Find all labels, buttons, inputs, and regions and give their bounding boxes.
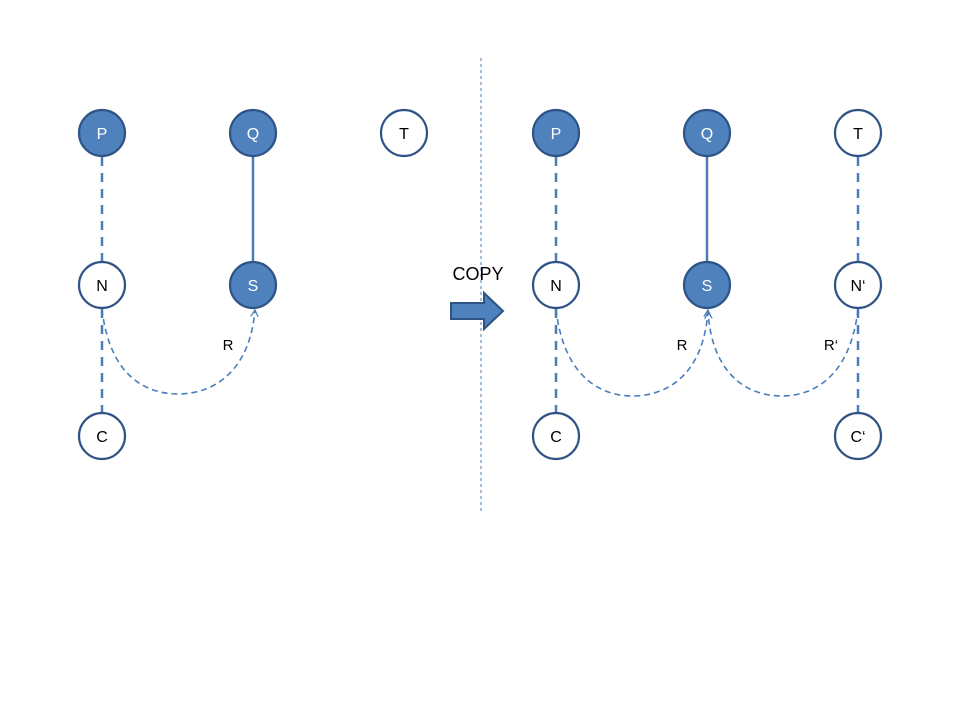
node-c: C	[77, 411, 127, 461]
node-s-label: S	[248, 278, 259, 295]
node-s-after-circle	[682, 260, 732, 310]
node-s-circle	[228, 260, 278, 310]
node-c-after-circle	[531, 411, 581, 461]
node-c-after-label: C	[550, 429, 562, 446]
node-q-after-label: Q	[701, 126, 713, 143]
node-c-after: C	[531, 411, 581, 461]
node-n2-after-label: N‘	[850, 278, 865, 295]
node-c-circle	[77, 411, 127, 461]
node-c-label: C	[96, 429, 108, 446]
node-t-after-label: T	[853, 126, 863, 143]
node-q-label: Q	[247, 126, 259, 143]
node-n-after-circle	[531, 260, 581, 310]
before-graph: R P Q T N S C	[77, 108, 429, 461]
edge-label-r-after: R	[677, 337, 688, 354]
node-p-circle	[77, 108, 127, 158]
node-n: N	[77, 260, 127, 310]
edge-n-s-curve-after	[555, 308, 712, 397]
node-p-after-circle	[531, 108, 581, 158]
node-t-after: T	[833, 108, 883, 158]
after-graph: R R‘ P Q T N S N‘ C	[531, 108, 883, 461]
node-n-circle	[77, 260, 127, 310]
node-p-label: P	[97, 126, 108, 143]
node-s-after: S	[682, 260, 732, 310]
node-q-circle	[228, 108, 278, 158]
copy-arrow: COPY	[450, 264, 505, 332]
edge-label-r: R	[223, 337, 234, 354]
edge-label-r2-after: R‘	[824, 337, 838, 354]
node-c2-after-circle	[833, 411, 883, 461]
node-q-after-circle	[682, 108, 732, 158]
node-p-after-label: P	[551, 126, 562, 143]
node-s-after-label: S	[702, 278, 713, 295]
node-n2-after: N‘	[833, 260, 883, 310]
node-t: T	[379, 108, 429, 158]
copy-label: COPY	[452, 264, 503, 284]
node-c2-after-label: C‘	[850, 429, 865, 446]
node-n-label: N	[96, 278, 108, 295]
node-p-after: P	[531, 108, 581, 158]
node-q: Q	[228, 108, 278, 158]
node-p: P	[77, 108, 127, 158]
node-t-circle	[379, 108, 429, 158]
edge-n2-s-curve-after	[704, 308, 859, 397]
node-s: S	[228, 260, 278, 310]
node-n-after-label: N	[550, 278, 562, 295]
node-t-after-circle	[833, 108, 883, 158]
node-n-after: N	[531, 260, 581, 310]
node-q-after: Q	[682, 108, 732, 158]
node-n2-after-circle	[833, 260, 883, 310]
node-c2-after: C‘	[833, 411, 883, 461]
node-t-label: T	[399, 126, 409, 143]
copy-arrow-shape	[450, 290, 505, 332]
edge-n-s-curve	[101, 308, 259, 395]
